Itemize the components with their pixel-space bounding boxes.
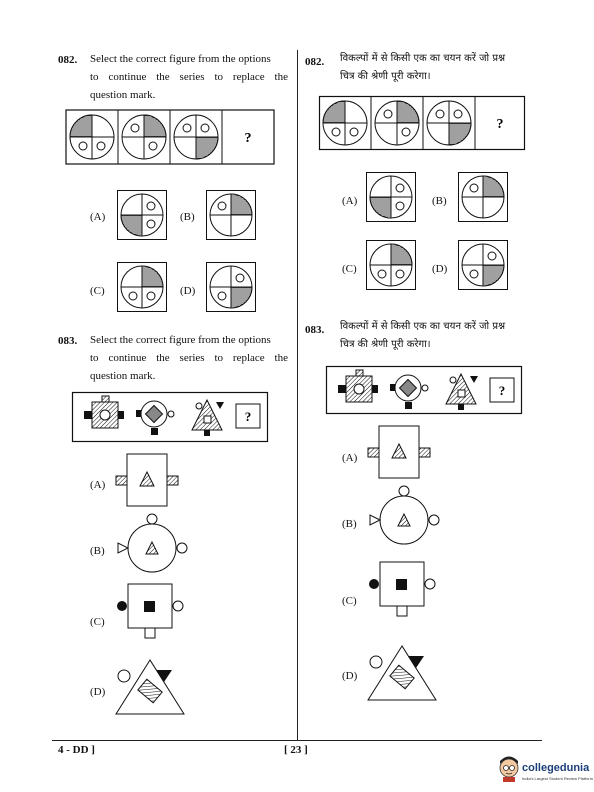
q83-option-d-label[interactable]: (D) bbox=[90, 686, 106, 698]
q83-hindi-text-line1: विकल्पों में से किसी एक का चयन करें जो प… bbox=[340, 321, 506, 332]
q82-hindi-option-d-figure[interactable] bbox=[458, 240, 508, 290]
q82-hindi-option-b-label[interactable]: (B) bbox=[432, 195, 447, 207]
q82-hindi-option-d-label[interactable]: (D) bbox=[432, 263, 448, 275]
q82-option-d-figure[interactable] bbox=[206, 262, 256, 312]
q82-option-b-label[interactable]: (B) bbox=[180, 211, 195, 223]
q82-hindi-text: विकल्पों में से किसी एक का चयन करें जो प… bbox=[340, 50, 544, 86]
q82-series-figure: ? bbox=[65, 109, 275, 165]
q83-hindi-option-d-label[interactable]: (D) bbox=[342, 670, 358, 682]
footer-left-code: 4 - DD ] bbox=[58, 744, 95, 756]
q83-hindi-option-c-figure[interactable] bbox=[364, 558, 444, 622]
q83-hindi-option-a-label[interactable]: (A) bbox=[342, 452, 358, 464]
q82-hindi-series-figure: ? bbox=[318, 95, 526, 151]
q83-hindi-series-figure: ? bbox=[325, 365, 523, 415]
q82-text-line3: question mark. bbox=[90, 89, 156, 101]
q83-series-figure: ? bbox=[71, 391, 269, 443]
q83-text: Select the correct figure from the optio… bbox=[90, 331, 288, 385]
logo-wordmark: collegedunia bbox=[522, 762, 590, 774]
q82-option-a-figure[interactable] bbox=[117, 190, 167, 240]
q82-hindi-option-a-label[interactable]: (A) bbox=[342, 195, 358, 207]
q83-option-a-figure[interactable] bbox=[112, 448, 182, 512]
q82-hindi-text-line2: चित्र की श्रेणी पूरी करेगा। bbox=[340, 71, 431, 82]
q82-text-line1: Select the correct figure from the optio… bbox=[90, 53, 271, 65]
q82-hindi-text-line1: विकल्पों में से किसी एक का चयन करें जो प… bbox=[340, 53, 506, 64]
q82-hindi-option-c-figure[interactable] bbox=[366, 240, 416, 290]
q82-hindi-number: 082. bbox=[305, 56, 325, 68]
q83-text-line2: to continue the series to replace the bbox=[90, 352, 288, 364]
q82-hindi-option-a-figure[interactable] bbox=[366, 172, 416, 222]
q83-question-mark: ? bbox=[245, 409, 252, 424]
column-divider bbox=[297, 50, 298, 740]
q82-option-b-figure[interactable] bbox=[206, 190, 256, 240]
q82-hindi-option-c-label[interactable]: (C) bbox=[342, 263, 357, 275]
q82-number: 082. bbox=[58, 54, 78, 66]
q83-hindi-option-d-figure[interactable] bbox=[364, 640, 444, 706]
q82-text-line2: to continue the series to replace the bbox=[90, 71, 288, 83]
q82-hindi-option-b-figure[interactable] bbox=[458, 172, 508, 222]
logo-tagline: India's Largest Student Review Platform bbox=[522, 776, 594, 781]
q83-option-a-label[interactable]: (A) bbox=[90, 479, 106, 491]
q83-hindi-question-mark: ? bbox=[499, 383, 506, 398]
footer-page-number: [ 23 ] bbox=[284, 744, 308, 756]
q83-text-line3: question mark. bbox=[90, 370, 156, 382]
q83-option-b-figure[interactable] bbox=[112, 510, 192, 574]
q83-option-c-label[interactable]: (C) bbox=[90, 616, 105, 628]
q82-hindi-question-mark: ? bbox=[497, 117, 504, 132]
q83-hindi-option-c-label[interactable]: (C) bbox=[342, 595, 357, 607]
q83-text-line1: Select the correct figure from the optio… bbox=[90, 334, 271, 346]
q83-hindi-text-line2: चित्र की श्रेणी पूरी करेगा। bbox=[340, 339, 431, 350]
q83-hindi-option-a-figure[interactable] bbox=[364, 420, 434, 484]
q82-option-c-label[interactable]: (C) bbox=[90, 285, 105, 297]
q82-option-a-label[interactable]: (A) bbox=[90, 211, 106, 223]
mascot-icon bbox=[499, 756, 519, 782]
q83-hindi-option-b-label[interactable]: (B) bbox=[342, 518, 357, 530]
q83-number: 083. bbox=[58, 335, 78, 347]
q82-question-mark: ? bbox=[245, 131, 252, 146]
q83-option-c-figure[interactable] bbox=[112, 580, 192, 644]
q82-text: Select the correct figure from the optio… bbox=[90, 50, 288, 104]
q83-hindi-text: विकल्पों में से किसी एक का चयन करें जो प… bbox=[340, 318, 544, 354]
collegedunia-logo: collegedunia India's Largest Student Rev… bbox=[498, 756, 594, 786]
q82-option-c-figure[interactable] bbox=[117, 262, 167, 312]
q83-hindi-option-b-figure[interactable] bbox=[364, 482, 444, 546]
footer-rule bbox=[52, 740, 542, 741]
q82-option-d-label[interactable]: (D) bbox=[180, 285, 196, 297]
q83-option-b-label[interactable]: (B) bbox=[90, 545, 105, 557]
q83-option-d-figure[interactable] bbox=[112, 654, 192, 720]
q83-hindi-number: 083. bbox=[305, 324, 325, 336]
